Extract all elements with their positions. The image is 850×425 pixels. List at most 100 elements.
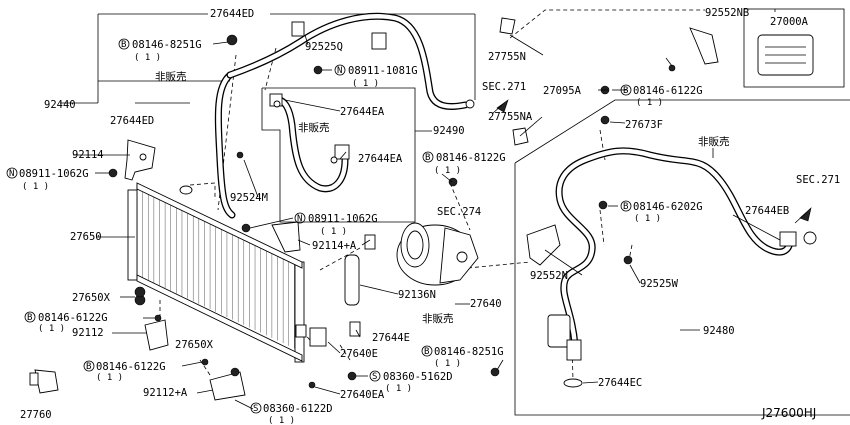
label-27755N: 27755N — [488, 51, 526, 63]
fastener-code: 08911-1081G — [348, 65, 418, 77]
leaders — [73, 9, 781, 410]
note-hinhanbai-2: 非販売 — [298, 121, 330, 134]
label-92114: 92114 — [72, 149, 104, 161]
fastener-code: 08911-1062G — [19, 168, 89, 180]
bolt-icon: B — [121, 40, 126, 50]
fastener-code: 08146-6202G — [633, 201, 703, 213]
label-27000A: 27000A — [770, 16, 809, 28]
label-27644EA-1: 27644EA — [340, 106, 385, 118]
nut-icon: N — [337, 66, 342, 76]
small-parts — [29, 17, 814, 401]
receiver-92136N — [344, 234, 376, 306]
arrow-icon — [799, 207, 812, 222]
note-hinhanbai-4: 非販売 — [698, 135, 730, 148]
label-27644EB: 27644EB — [745, 205, 789, 217]
fastener-qty: ( 1 ) — [636, 98, 663, 108]
label-sec274: SEC.274 — [437, 206, 481, 218]
fastener-b1: B 08146-8251G ( 1 ) — [118, 38, 202, 63]
bolt-icon: B — [424, 347, 429, 357]
fastener-qty: ( 1 ) — [134, 53, 161, 63]
fastener-b7: B 08146-8251G ( 1 ) — [421, 345, 504, 369]
fastener-callouts: B 08146-8251G ( 1 ) N 08911-1081G ( 1 ) … — [6, 38, 703, 425]
note-hinhanbai-1: 非販売 — [155, 70, 187, 83]
note-hinhanbai-3: 非販売 — [422, 312, 454, 325]
hose-92490 — [269, 93, 350, 193]
fastener-b3: B 08146-6122G ( 1 ) — [83, 360, 166, 383]
label-27760: 27760 — [20, 409, 52, 421]
sec-arrows — [491, 99, 812, 224]
label-92112A: 92112+A — [143, 387, 188, 399]
fastener-n3: N 08911-1062G ( 1 ) — [294, 212, 378, 237]
screw-icon: S — [253, 404, 258, 414]
label-27650X-1: 27650X — [72, 292, 111, 304]
group-lines — [60, 8, 850, 416]
label-27650: 27650 — [70, 231, 102, 243]
fastener-code: 08146-6122G — [633, 85, 703, 97]
fastener-s1: S 08360-5162D ( 1 ) — [369, 370, 453, 394]
fastener-qty: ( 1 ) — [385, 384, 412, 394]
fastener-qty: ( 1 ) — [38, 324, 65, 334]
label-27644EA-2: 27644EA — [358, 153, 403, 165]
fastener-b6: B 08146-6202G ( 1 ) — [620, 200, 703, 224]
diagram-code: J27600HJ — [761, 406, 816, 420]
fastener-code: 08146-6122G — [96, 361, 166, 373]
label-92136N: 92136N — [398, 289, 436, 301]
label-92440: 92440 — [44, 99, 76, 111]
fastener-qty: ( 1 ) — [268, 416, 295, 425]
not-for-sale-notes: 非販売 非販売 非販売 非販売 — [155, 70, 730, 325]
fastener-b2: B 08146-6122G ( 1 ) — [24, 311, 108, 334]
fastener-n1: N 08911-1081G ( 1 ) — [334, 64, 418, 89]
screw-icon: S — [372, 372, 377, 382]
hose-92480 — [547, 147, 817, 388]
label-27644ED-left: 27644ED — [110, 115, 154, 127]
label-27640EA: 27640EA — [340, 389, 385, 401]
fastener-n2: N 08911-1062G ( 1 ) — [6, 167, 89, 192]
label-27644ED-top: 27644ED — [210, 8, 254, 20]
fastener-b5: B 08146-8122G ( 1 ) — [422, 151, 506, 176]
label-27650X-2: 27650X — [175, 339, 214, 351]
bolt-icon: B — [425, 153, 430, 163]
fastener-code: 08360-6122D — [263, 403, 333, 415]
fastener-code: 08146-8251G — [434, 346, 504, 358]
fastener-b4: B 08146-6122G ( 1 ) — [620, 84, 703, 108]
fastener-qty: ( 1 ) — [352, 79, 379, 89]
label-sec271-2: SEC.271 — [796, 174, 840, 186]
fastener-qty: ( 1 ) — [22, 182, 49, 192]
fastener-qty: ( 1 ) — [320, 227, 347, 237]
label-92552N: 92552N — [530, 270, 568, 282]
fastener-code: 08146-8122G — [436, 152, 506, 164]
label-27644E: 27644E — [372, 332, 410, 344]
part-labels: 27644ED 92440 27644ED 92114 27650 27650X… — [20, 7, 840, 421]
fastener-code: 08360-5162D — [383, 371, 453, 383]
bolt-icon: B — [27, 313, 32, 323]
nut-icon: N — [297, 214, 302, 224]
label-92490: 92490 — [433, 125, 465, 137]
label-27644EC: 27644EC — [598, 377, 642, 389]
label-sec271-1: SEC.271 — [482, 81, 526, 93]
fastener-code: 08146-6122G — [38, 312, 108, 324]
fastener-qty: ( 1 ) — [634, 214, 661, 224]
fastener-qty: ( 1 ) — [434, 166, 461, 176]
label-27095A: 27095A — [543, 85, 582, 97]
bolt-icon: B — [623, 202, 628, 212]
label-27755NA: 27755NA — [488, 111, 533, 123]
pipe-27644ED — [214, 12, 475, 219]
condenser-27650 — [127, 182, 305, 363]
bracket-92114 — [124, 139, 156, 181]
label-92552NB: 92552NB — [705, 7, 749, 19]
label-92525Q: 92525Q — [305, 41, 343, 53]
label-92112: 92112 — [72, 327, 104, 339]
fastener-code: 08911-1062G — [308, 213, 378, 225]
compressor-sec274 — [396, 222, 479, 286]
label-92114A: 92114+A — [312, 240, 357, 252]
label-27640E: 27640E — [340, 348, 378, 360]
label-92480: 92480 — [703, 325, 735, 337]
label-92524M: 92524M — [230, 192, 268, 204]
bolt-icon: B — [623, 86, 628, 96]
fastener-qty: ( 1 ) — [96, 373, 123, 383]
label-92525W: 92525W — [640, 278, 679, 290]
fastener-s2: S 08360-6122D ( 1 ) — [250, 402, 333, 425]
bolt-icon: B — [86, 362, 91, 372]
